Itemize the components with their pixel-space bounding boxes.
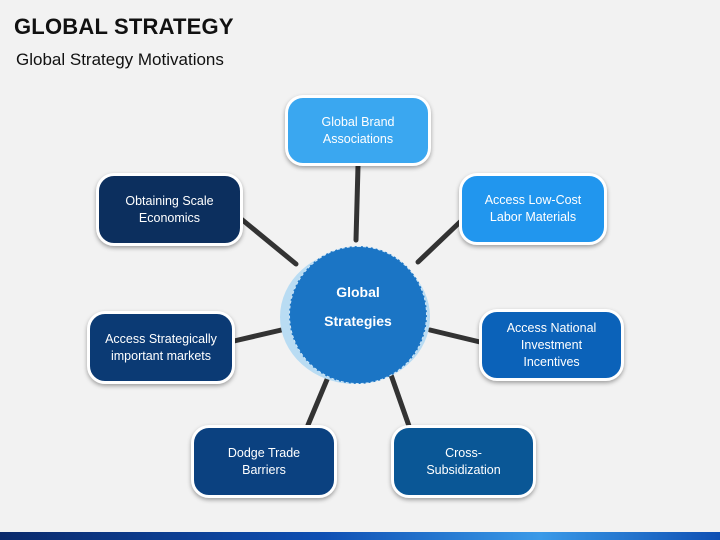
node-global-brand-associations: Global Brand Associations bbox=[285, 95, 431, 166]
connector-low-cost-labor bbox=[415, 219, 463, 265]
node-label: Access Strategically important markets bbox=[105, 331, 217, 363]
node-label: Access Low-Cost Labor Materials bbox=[484, 193, 582, 224]
center-circle: Global Strategies bbox=[289, 246, 427, 384]
connector-cross-subsidization bbox=[387, 369, 412, 429]
connector-scale-economics bbox=[237, 215, 299, 267]
center-label-line1: Global bbox=[336, 284, 380, 300]
slide-subtitle: Global Strategy Motivations bbox=[16, 50, 224, 69]
bottom-accent-bar bbox=[0, 532, 720, 540]
node-label: Dodge Trade Barriers bbox=[227, 445, 301, 477]
node-obtaining-scale-economics: Obtaining Scale Economics bbox=[96, 173, 243, 246]
connector-global-brand bbox=[353, 163, 361, 243]
node-label: Obtaining Scale Economics bbox=[125, 193, 214, 225]
node-label: Access National Investment Incentives bbox=[506, 320, 597, 369]
node-dodge-trade-barriers: Dodge Trade Barriers bbox=[191, 425, 337, 498]
connector-national-investment bbox=[427, 327, 483, 345]
node-access-national-investment-incentives: Access National Investment Incentives bbox=[479, 309, 624, 381]
node-label: Global Brand Associations bbox=[321, 114, 395, 146]
node-access-low-cost-labor-materials: Access Low-Cost Labor Materials bbox=[459, 173, 607, 245]
slide-title: GLOBAL STRATEGY bbox=[14, 14, 234, 39]
node-access-strategically-important-markets: Access Strategically important markets bbox=[87, 311, 235, 384]
node-label: Cross-Subsidization bbox=[426, 445, 501, 477]
center-label-line2: Strategies bbox=[324, 313, 392, 329]
node-cross-subsidization: Cross-Subsidization bbox=[391, 425, 536, 498]
